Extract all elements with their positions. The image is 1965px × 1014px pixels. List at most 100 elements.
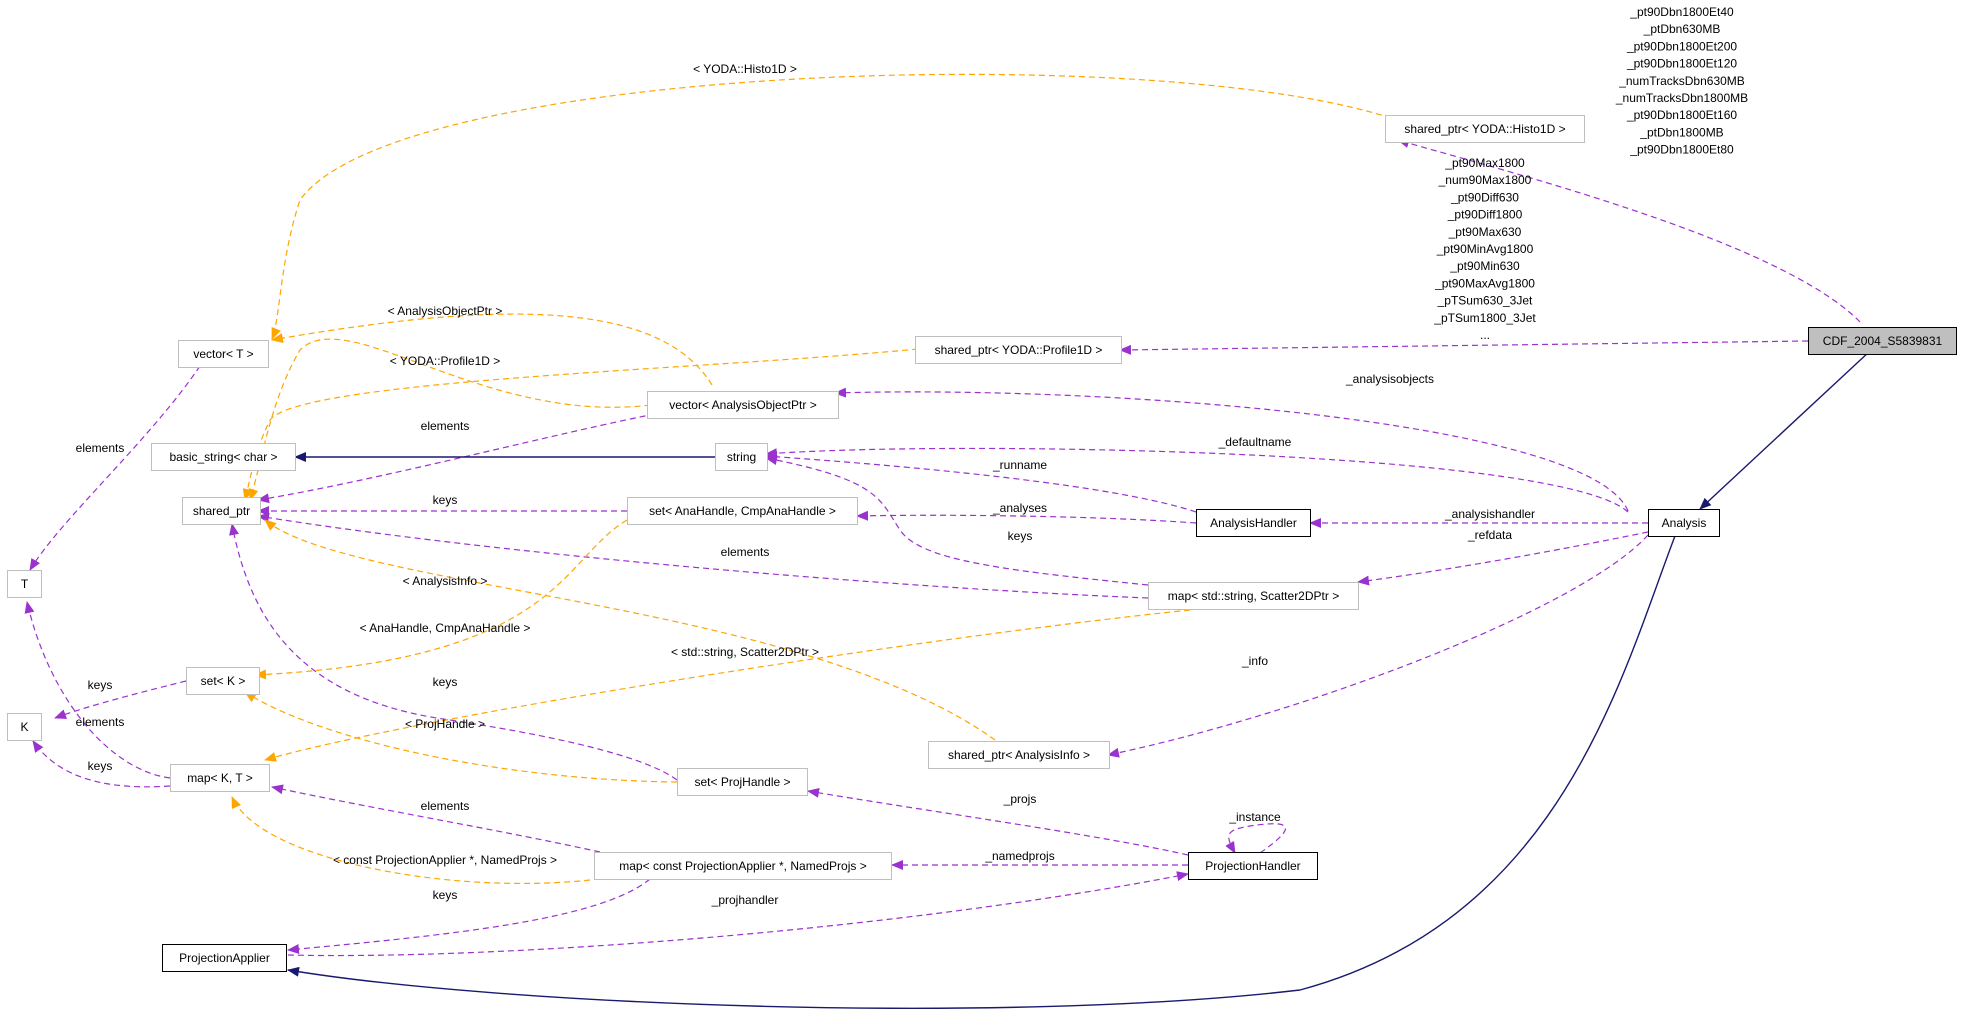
profile-member-3: _pt90Diff1800 bbox=[1447, 208, 1523, 222]
label-projs: _projs bbox=[1003, 792, 1037, 806]
profile-member-8: _pTSum630_3Jet bbox=[1437, 294, 1533, 308]
edge-tpl-projhandle-set-k bbox=[244, 691, 678, 783]
edge-map-projapplier-projection-applier bbox=[287, 878, 651, 954]
edge-tpl-projapplier-map-kt bbox=[231, 796, 591, 885]
label-tpl-profile: < YODA::Profile1D > bbox=[390, 354, 501, 368]
edge-analysis-info bbox=[1107, 534, 1649, 758]
edge-vector-t-t bbox=[29, 365, 201, 571]
label-set-anahandle-keys: keys bbox=[433, 493, 458, 507]
label-projhandler: _projhandler bbox=[711, 893, 779, 907]
label-map-scatter-keys: keys bbox=[1008, 529, 1033, 543]
edge-set-k-k bbox=[54, 680, 187, 719]
edge-cdf-profile bbox=[1119, 340, 1809, 355]
edge-analysis-vector-aop bbox=[834, 387, 1629, 512]
node-shared-ptr[interactable]: shared_ptr bbox=[182, 497, 261, 525]
node-basic-string-char[interactable]: basic_string< char > bbox=[151, 443, 296, 471]
label-info: _info bbox=[1241, 654, 1268, 668]
node-cdf-2004-s5839831[interactable]: CDF_2004_S5839831 bbox=[1808, 327, 1957, 355]
edge-tpl-aop-vector-t bbox=[271, 313, 713, 386]
node-projection-applier[interactable]: ProjectionApplier bbox=[162, 944, 287, 972]
edge-analysis-projection-applier bbox=[287, 535, 1676, 1009]
edge-map-scatter-string bbox=[765, 455, 1149, 586]
profile-member-list: _pt90Max1800 _num90Max1800 _pt90Diff630 _pt… bbox=[1433, 156, 1536, 342]
label-analyses: _analyses bbox=[992, 501, 1047, 515]
node-k[interactable]: K bbox=[7, 713, 42, 741]
node-shared-ptr-histo1d[interactable]: shared_ptr< YODA::Histo1D > bbox=[1385, 115, 1585, 143]
node-set-projhandle[interactable]: set< ProjHandle > bbox=[677, 768, 808, 796]
node-shared-ptr-analysisinfo[interactable]: shared_ptr< AnalysisInfo > bbox=[928, 741, 1110, 769]
edge-analysis-string bbox=[765, 447, 1629, 513]
node-set-k[interactable]: set< K > bbox=[186, 667, 260, 695]
edge-map-kt-t bbox=[24, 601, 171, 779]
histo-member-6: _pt90Dbn1800Et160 bbox=[1626, 108, 1737, 122]
label-namedprojs: _namedprojs bbox=[984, 849, 1054, 863]
edge-tpl-anahandle-set-k bbox=[254, 519, 628, 680]
edge-analysis-handler-string bbox=[765, 451, 1197, 513]
label-tpl-projapplier: < const ProjectionApplier *, NamedProjs … bbox=[333, 853, 557, 867]
node-t[interactable]: T bbox=[7, 570, 42, 598]
profile-member-1: _num90Max1800 bbox=[1438, 173, 1532, 187]
node-projection-handler[interactable]: ProjectionHandler bbox=[1188, 852, 1318, 880]
label-tpl-anahandle: < AnaHandle, CmpAnaHandle > bbox=[360, 621, 531, 635]
node-map-projectionapplier[interactable]: map< const ProjectionApplier *, NamedPro… bbox=[594, 852, 892, 880]
edge-tpl-scatter-map-kt bbox=[264, 609, 1191, 762]
edge-set-projhandle-sharedptr bbox=[229, 523, 678, 781]
label-map-projapplier-elements: elements bbox=[421, 799, 470, 813]
profile-member-6: _pt90Min630 bbox=[1449, 259, 1520, 273]
profile-member-2: _pt90Diff630 bbox=[1450, 190, 1519, 204]
label-tpl-info: < AnalysisInfo > bbox=[403, 574, 488, 588]
histo-member-5: _numTracksDbn1800MB bbox=[1615, 91, 1748, 105]
edge-cdf-histo bbox=[1397, 138, 1861, 323]
label-map-scatter-elements: elements bbox=[721, 545, 770, 559]
histo-member-8: _pt90Dbn1800Et80 bbox=[1629, 143, 1734, 157]
label-tpl-aop: < AnalysisObjectPtr > bbox=[388, 304, 503, 318]
node-vector-t[interactable]: vector< T > bbox=[178, 340, 269, 368]
profile-member-10: ... bbox=[1480, 328, 1490, 342]
label-runname: _runname bbox=[992, 458, 1047, 472]
edge-projection-handler-set-projhandle bbox=[807, 787, 1189, 856]
histo-member-7: _ptDbn1800MB bbox=[1639, 125, 1723, 139]
histo-member-1: _ptDbn630MB bbox=[1643, 22, 1721, 36]
node-analysis[interactable]: Analysis bbox=[1648, 509, 1720, 537]
node-map-scatter2dptr[interactable]: map< std::string, Scatter2DPtr > bbox=[1148, 582, 1359, 610]
label-map-projapplier-keys: keys bbox=[433, 888, 458, 902]
edge-map-projapplier-map-kt bbox=[271, 784, 601, 853]
label-set-k-keys: keys bbox=[88, 678, 113, 692]
edge-tpl-info-sharedptr bbox=[264, 519, 996, 741]
node-map-k-t[interactable]: map< K, T > bbox=[170, 764, 270, 792]
label-tpl-scatter: < std::string, Scatter2DPtr > bbox=[671, 645, 819, 659]
node-vector-analysisobjectptr[interactable]: vector< AnalysisObjectPtr > bbox=[647, 391, 839, 419]
label-refdata: _refdata bbox=[1467, 528, 1512, 542]
edge-tpl-histo-vector-t bbox=[271, 73, 1411, 340]
label-defaultname: _defaultname bbox=[1218, 435, 1292, 449]
profile-member-5: _pt90MinAvg1800 bbox=[1436, 242, 1534, 256]
edge-projection-applier-projection-handler bbox=[287, 871, 1189, 957]
label-analysishandler: _analysishandler bbox=[1444, 507, 1535, 521]
histo-member-0: _pt90Dbn1800Et40 bbox=[1629, 5, 1734, 19]
label-vector-aop-elements: elements bbox=[421, 419, 470, 433]
node-set-anahandle[interactable]: set< AnaHandle, CmpAnaHandle > bbox=[627, 497, 858, 525]
node-string[interactable]: string bbox=[715, 443, 768, 471]
label-vector-t-elements: elements bbox=[76, 441, 125, 455]
histo-member-4: _numTracksDbn630MB bbox=[1618, 74, 1745, 88]
edge-vector-aop-sharedptr bbox=[257, 411, 666, 504]
profile-member-4: _pt90Max630 bbox=[1448, 225, 1522, 239]
label-set-projhandle-keys: keys bbox=[433, 675, 458, 689]
label-tpl-projhandle: < ProjHandle > bbox=[405, 717, 485, 731]
histo-member-3: _pt90Dbn1800Et120 bbox=[1626, 57, 1737, 71]
profile-member-0: _pt90Max1800 bbox=[1444, 156, 1525, 170]
label-tpl-histo: < YODA::Histo1D > bbox=[693, 62, 797, 76]
label-instance: _instance bbox=[1228, 810, 1281, 824]
node-analysis-handler[interactable]: AnalysisHandler bbox=[1196, 509, 1311, 537]
profile-member-9: _pTSum1800_3Jet bbox=[1433, 311, 1536, 325]
node-shared-ptr-profile1d[interactable]: shared_ptr< YODA::Profile1D > bbox=[915, 336, 1122, 364]
edge-map-kt-k bbox=[32, 740, 171, 788]
histo-member-2: _pt90Dbn1800Et200 bbox=[1626, 39, 1737, 53]
profile-member-7: _pt90MaxAvg1800 bbox=[1434, 276, 1535, 290]
edge-cdf-analysis bbox=[1699, 350, 1871, 510]
label-map-kt-keys: keys bbox=[88, 759, 113, 773]
label-map-kt-elements: elements bbox=[76, 715, 125, 729]
histo-member-list: _pt90Dbn1800Et40 _ptDbn630MB _pt90Dbn1800E… bbox=[1615, 5, 1748, 157]
